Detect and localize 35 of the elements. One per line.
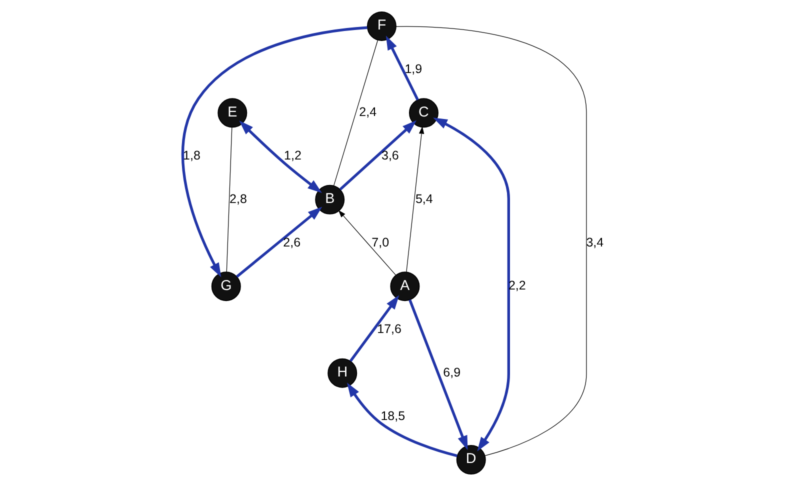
edge-label: 1,8	[183, 148, 200, 163]
edge-label: 3,4	[586, 235, 604, 250]
edge-label: 5,4	[415, 192, 433, 206]
edge-label: 2,4	[359, 105, 377, 120]
arrow	[338, 210, 396, 276]
arrow	[339, 120, 417, 190]
arrow	[386, 36, 419, 100]
node-circle: D	[456, 445, 486, 475]
node-circle: F	[366, 11, 396, 41]
arrow	[349, 295, 400, 362]
arrow	[346, 382, 458, 458]
node-circle: H	[328, 358, 358, 388]
node-circle: B	[315, 184, 345, 214]
node-circle: A	[390, 272, 420, 302]
edge-label: 7,0	[372, 235, 390, 250]
edge-label: 18,5	[380, 408, 406, 423]
arrow	[239, 120, 322, 193]
edge-label: 1,9	[404, 62, 422, 76]
edge-label: 2,6	[283, 235, 301, 250]
arrow	[408, 299, 468, 450]
arrow	[236, 206, 322, 278]
node-circle: C	[408, 98, 438, 128]
connector	[226, 126, 232, 272]
edge-label: 17,6	[377, 322, 402, 336]
arrow	[433, 118, 510, 452]
edge-label: 1,2	[284, 148, 302, 163]
arrow	[406, 126, 424, 272]
edge-label: 2,8	[230, 192, 247, 206]
edge-label: 3,6	[382, 148, 399, 163]
connector	[396, 26, 587, 456]
node-circle: G	[211, 272, 241, 302]
node-circle: E	[218, 98, 248, 128]
arrow	[181, 26, 368, 278]
edge-label: 6,9	[443, 365, 461, 380]
connector	[333, 40, 378, 186]
